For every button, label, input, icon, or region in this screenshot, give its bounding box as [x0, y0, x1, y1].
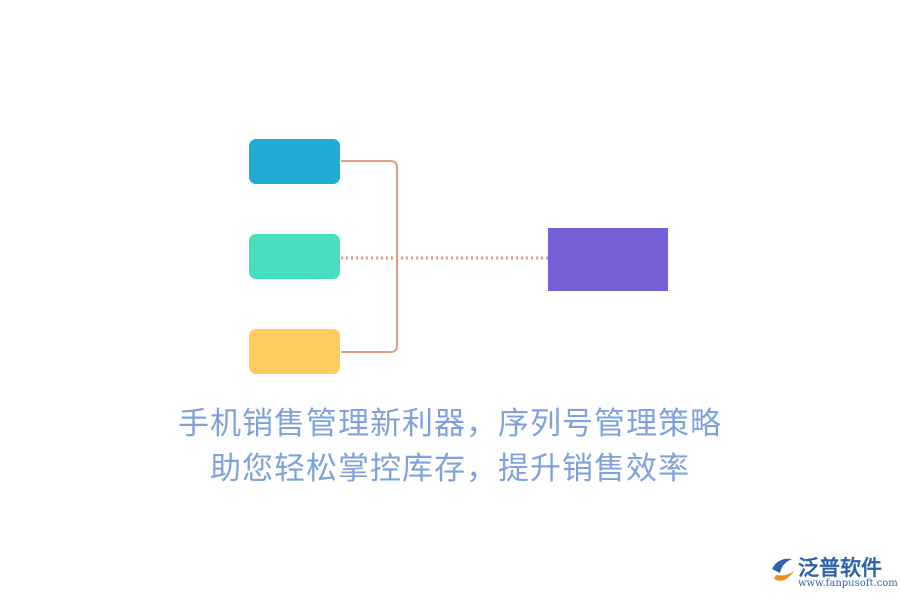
caption-line-2: 助您轻松掌控库存，提升销售效率: [210, 451, 690, 487]
fanpu-logo-icon: [772, 558, 794, 581]
fanpu-logo: 泛普软件 www.fanpusoft.com: [768, 551, 898, 591]
caption-line-1: 手机销售管理新利器，序列号管理策略: [178, 406, 722, 442]
bracket-connector: [341, 160, 398, 353]
logo-swoosh-orange: [774, 571, 794, 581]
logo-swoosh-blue: [772, 558, 792, 573]
logo-name: 泛普软件: [798, 556, 882, 580]
diagram-box-purple: [548, 228, 668, 291]
logo-url: www.fanpusoft.com: [798, 578, 898, 589]
diagram-box-teal: [249, 234, 340, 279]
diagram-box-blue: [249, 139, 340, 184]
diagram-box-yellow: [249, 329, 340, 374]
